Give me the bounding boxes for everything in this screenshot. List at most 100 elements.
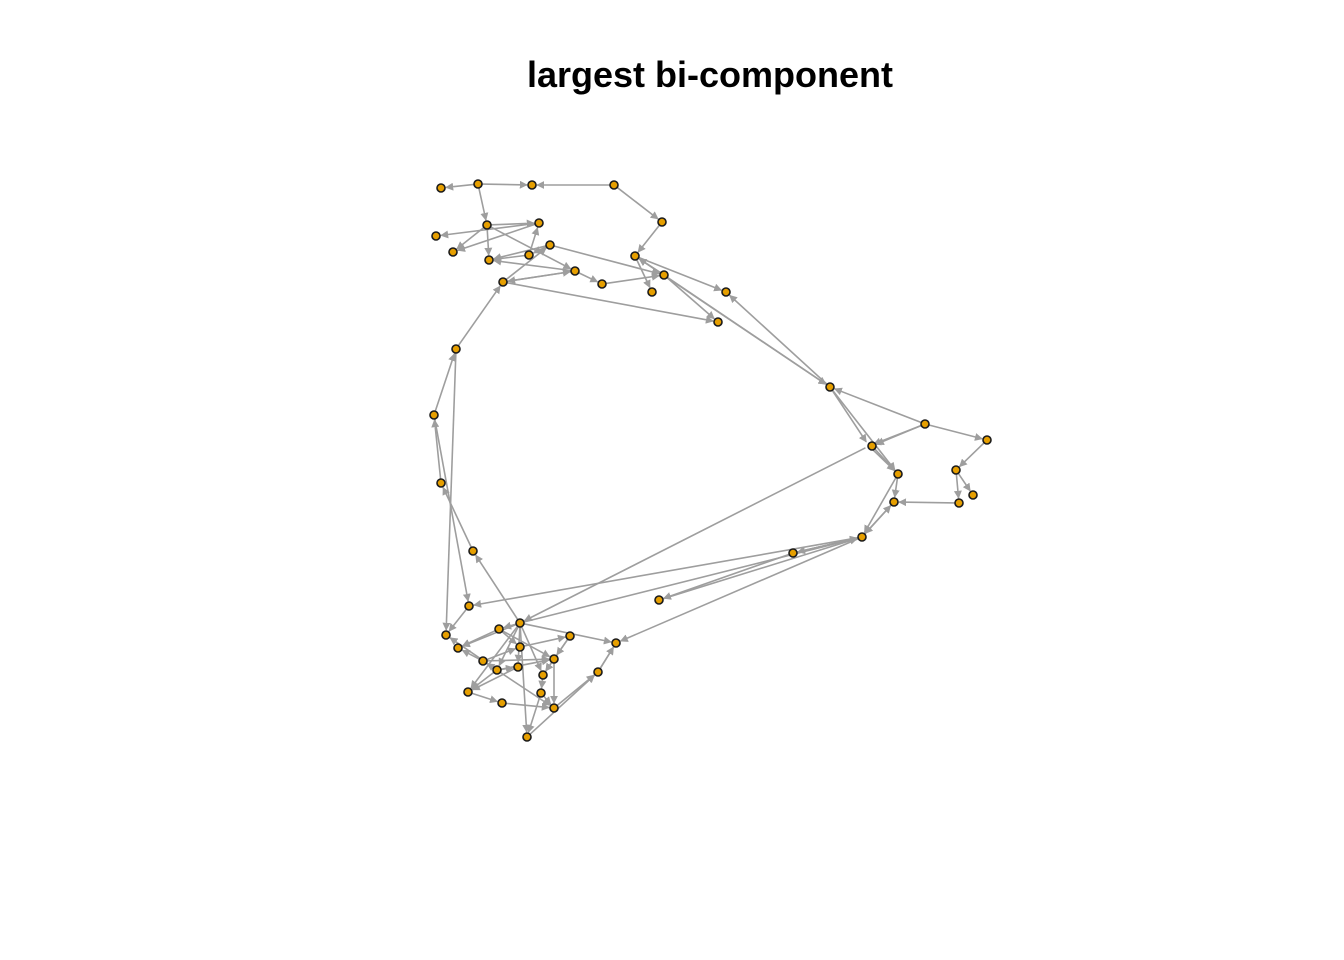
graph-edge (505, 702, 550, 711)
graph-edge (506, 268, 571, 283)
graph-node (565, 631, 575, 641)
graph-node (448, 247, 458, 257)
graph-node (647, 287, 657, 297)
graph-node (788, 548, 798, 558)
graph-edge (891, 477, 900, 498)
graph-edge (433, 418, 471, 602)
graph-edge (523, 447, 866, 622)
graph-edge (486, 647, 517, 661)
graph-node (889, 497, 899, 507)
graph-edge (500, 657, 550, 671)
graph-edge (959, 442, 985, 468)
graph-node (494, 624, 504, 634)
graph-edge (729, 294, 828, 385)
graph-node (463, 687, 473, 697)
graph-node (498, 277, 508, 287)
graph-edge (831, 389, 896, 471)
graph-node (468, 546, 478, 556)
graph-edge (898, 498, 956, 507)
graph-edge (666, 276, 827, 385)
graph-edge (953, 473, 962, 499)
graph-node (515, 618, 525, 628)
graph-node (482, 220, 492, 230)
graph-node (497, 698, 507, 708)
graph-node (659, 270, 669, 280)
graph-node (441, 630, 451, 640)
graph-edge (505, 247, 547, 281)
graph-node (429, 410, 439, 420)
graph-edge (871, 448, 895, 472)
graph-edge (442, 352, 457, 631)
graph-node (593, 667, 603, 677)
graph-edge (599, 646, 615, 670)
graph-node (713, 317, 723, 327)
graph-node (611, 638, 621, 648)
graph-edge (578, 272, 599, 283)
graph-edge (456, 223, 536, 252)
graph-node (654, 595, 664, 605)
graph-edge (481, 180, 528, 189)
graph-edge (529, 227, 540, 252)
graph-edge (605, 272, 660, 285)
graph-edge (486, 655, 550, 664)
graph-edge (556, 638, 569, 656)
nodes-layer (429, 179, 992, 742)
graph-edge (957, 472, 971, 492)
graph-node (951, 465, 961, 475)
graph-edge (928, 424, 983, 441)
graph-edge (461, 623, 517, 648)
graph-edge (637, 224, 661, 253)
graph-node (524, 250, 534, 260)
graph-node (545, 240, 555, 250)
graph-edge (445, 182, 475, 191)
graph-edge (553, 245, 660, 276)
graph-edge (526, 696, 541, 733)
graph-node (867, 441, 877, 451)
graph-node (464, 601, 474, 611)
graph-edge (619, 537, 859, 642)
graph-edge (616, 186, 659, 220)
graph-node (522, 732, 532, 742)
graph-edge (538, 678, 547, 689)
graph-node (968, 490, 978, 500)
graph-edge (503, 621, 517, 630)
graph-node (549, 654, 559, 664)
graph-edge (523, 536, 858, 623)
graph-node (609, 180, 619, 190)
graph-edge (493, 257, 572, 272)
graph-node (549, 703, 559, 713)
graph-node (920, 419, 930, 429)
graph-edge (448, 608, 468, 632)
graph-node (630, 251, 640, 261)
graph-edge (461, 649, 480, 660)
graph-edge (502, 630, 551, 658)
graph-edge (501, 630, 517, 645)
graph-node (893, 469, 903, 479)
graph-node (954, 498, 964, 508)
graph-edge (475, 554, 519, 621)
graph-edge (471, 671, 495, 690)
graph-edge (523, 634, 566, 647)
graph-edge (457, 285, 501, 347)
edges-layer (431, 180, 985, 735)
graph-edge (431, 419, 442, 480)
graph-edge (520, 626, 542, 672)
graph-node (534, 218, 544, 228)
graph-node (982, 435, 992, 445)
graph-node (527, 180, 537, 190)
graph-edge (662, 536, 858, 600)
graph-node (431, 231, 441, 241)
graph-edge (493, 245, 547, 261)
graph-edge (662, 553, 790, 600)
graph-node (513, 662, 523, 672)
graph-edge (638, 258, 662, 274)
graph-edge (864, 504, 892, 534)
graph-node (515, 642, 525, 652)
graph-edge (490, 219, 535, 228)
graph-edge (666, 277, 715, 320)
graph-edge (498, 626, 519, 667)
graph-node (536, 688, 546, 698)
graph-edge (478, 187, 489, 221)
graph-node (436, 478, 446, 488)
